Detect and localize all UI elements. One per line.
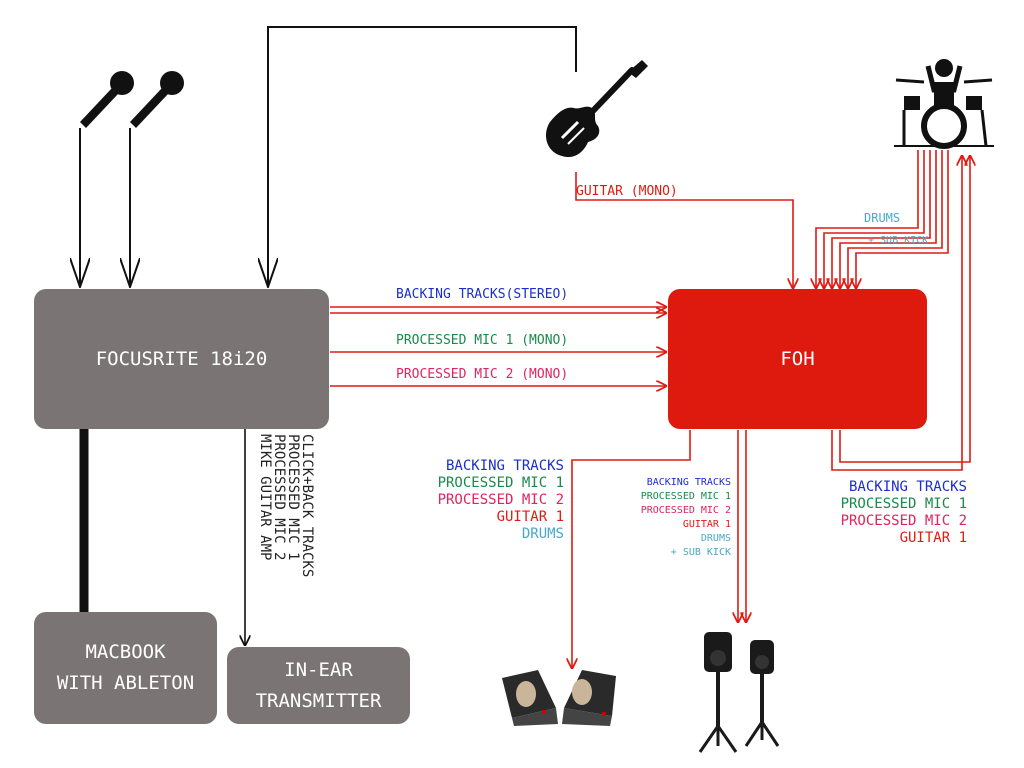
- focusrite-label: FOCUSRITE 18i20: [95, 348, 268, 370]
- macbook-label-line1: MACBOOK: [85, 641, 166, 663]
- monitor-line: [572, 430, 691, 668]
- pa-mix-guitar: GUITAR 1: [682, 519, 731, 530]
- drummer-mix-lines: [831, 156, 970, 471]
- pa-mix-mic1: PROCESSED MIC 1: [640, 491, 731, 502]
- inear-label-line2: TRANSMITTER: [255, 689, 382, 712]
- monitor-mix-guitar: GUITAR 1: [496, 509, 564, 525]
- drummer-kit-icon: [894, 59, 994, 149]
- monitor-mix-list: BACKING TRACKS PROCESSED MIC 1 PROCESSED…: [438, 458, 564, 543]
- drum-lines: [816, 150, 949, 288]
- drummer-mix-mic2: PROCESSED MIC 2: [840, 513, 967, 529]
- drummer-mix-backing: BACKING TRACKS: [848, 479, 967, 495]
- backing-tracks-link-label: BACKING TRACKS(STEREO): [396, 287, 569, 302]
- inear-mix-item: PROCESSED MIC 1: [285, 434, 301, 561]
- monitor-mix-mic1: PROCESSED MIC 1: [437, 475, 564, 491]
- pa-mix-list: BACKING TRACKS PROCESSED MIC 1 PROCESSED…: [641, 476, 731, 560]
- guitar-link-label: GUITAR (MONO): [576, 184, 678, 199]
- pa-speaker-icon: [698, 632, 780, 753]
- focusrite-box: FOCUSRITE 18i20: [34, 289, 329, 429]
- inear-mix-item: MIKE GUITAR AMP: [257, 434, 273, 561]
- focusrite-foh-lines: [330, 307, 666, 386]
- drummer-mix-guitar: GUITAR 1: [899, 530, 967, 546]
- pa-mix-drums: DRUMS: [700, 533, 731, 544]
- pa-lines: [738, 430, 746, 622]
- macbook-label-line2: WITH ABLETON: [56, 672, 195, 694]
- floor-monitor-icon: [502, 670, 616, 726]
- inear-mix-list: CLICK+BACK TRACKS PROCESSED MIC 1 PROCES…: [257, 434, 315, 578]
- macbook-box: MACBOOK WITH ABLETON: [34, 612, 217, 724]
- inear-label-line1: IN-EAR: [284, 658, 353, 681]
- pa-mix-subkick: + SUB KICK: [670, 547, 731, 558]
- mic1-link-label: PROCESSED MIC 1 (MONO): [396, 333, 569, 348]
- mic2-link-label: PROCESSED MIC 2 (MONO): [396, 367, 569, 382]
- monitor-mix-mic2: PROCESSED MIC 2: [437, 492, 564, 508]
- electric-guitar-icon: [546, 60, 648, 158]
- drummer-mix-list: BACKING TRACKS PROCESSED MIC 1 PROCESSED…: [841, 479, 967, 547]
- monitor-mix-drums: DRUMS: [521, 526, 564, 542]
- mic-input-lines: [80, 26, 577, 287]
- inear-box: IN-EAR TRANSMITTER: [227, 647, 410, 724]
- guitar-line: [575, 172, 793, 288]
- drummer-mix-mic1: PROCESSED MIC 1: [840, 496, 967, 512]
- pa-mix-backing: BACKING TRACKS: [646, 477, 731, 488]
- microphone-icon: [130, 71, 184, 128]
- inear-mix-item: PROCESSED MIC 2: [271, 434, 287, 561]
- microphone-icon: [80, 71, 134, 128]
- monitor-mix-backing: BACKING TRACKS: [445, 458, 564, 474]
- inear-mix-item: CLICK+BACK TRACKS: [299, 434, 315, 578]
- sub-kick-link-label: + SUB KICK: [868, 235, 929, 246]
- foh-box: FOH: [668, 289, 927, 429]
- pa-mix-mic2: PROCESSED MIC 2: [640, 505, 731, 516]
- foh-label: FOH: [780, 348, 815, 370]
- drums-link-label: DRUMS: [864, 211, 901, 225]
